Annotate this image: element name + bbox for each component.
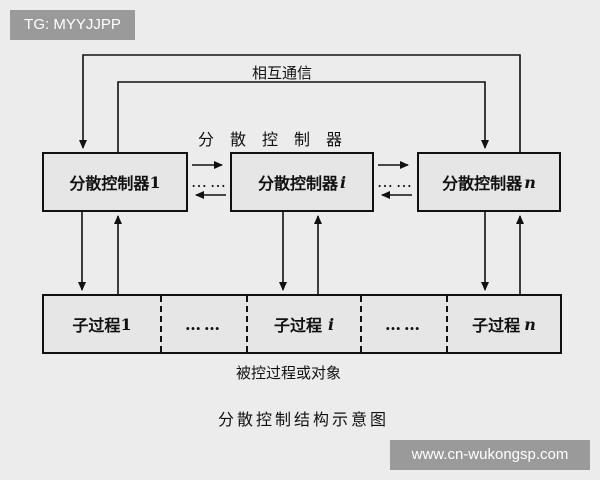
process-dots-right-text: …… bbox=[385, 314, 423, 334]
process-n-label: 子过程 bbox=[472, 316, 521, 335]
process-1-label: 子过程 bbox=[72, 316, 121, 335]
controller-n-label: 分散控制器 bbox=[442, 174, 523, 193]
controller-dots-left: …… bbox=[191, 172, 229, 191]
process-i: 子过程 i bbox=[246, 296, 360, 352]
process-dots-left-text: …… bbox=[185, 314, 223, 334]
figure-caption: 分散控制结构示意图 bbox=[218, 410, 390, 429]
controllers-heading: 分散控制器 bbox=[198, 130, 359, 149]
process-n-index: n bbox=[524, 314, 536, 334]
controller-1-label: 分散控制器 bbox=[69, 174, 150, 193]
comm-loop-outer bbox=[79, 54, 521, 152]
process-dots-left: …… bbox=[160, 296, 246, 352]
controller-i-label: 分散控制器 bbox=[257, 174, 338, 193]
watermark-top: TG: MYYJJPP bbox=[10, 10, 135, 40]
process-i-label: 子过程 bbox=[273, 316, 322, 335]
controller-1-index: 1 bbox=[149, 172, 161, 192]
controller-dots-right: …… bbox=[377, 172, 415, 191]
mutual-comm-label: 相互通信 bbox=[252, 64, 313, 82]
process-dots-right: …… bbox=[360, 296, 446, 352]
process-1-index: 1 bbox=[120, 314, 132, 334]
controller-i-index: i bbox=[339, 172, 347, 192]
controller-n-index: n bbox=[524, 172, 536, 192]
process-i-index: i bbox=[327, 314, 335, 334]
comm-loop-inner bbox=[117, 81, 489, 152]
object-label: 被控过程或对象 bbox=[236, 364, 342, 382]
controller-links bbox=[192, 161, 412, 199]
process-links bbox=[78, 212, 524, 294]
watermark-bottom: www.cn-wukongsp.com bbox=[390, 440, 590, 470]
